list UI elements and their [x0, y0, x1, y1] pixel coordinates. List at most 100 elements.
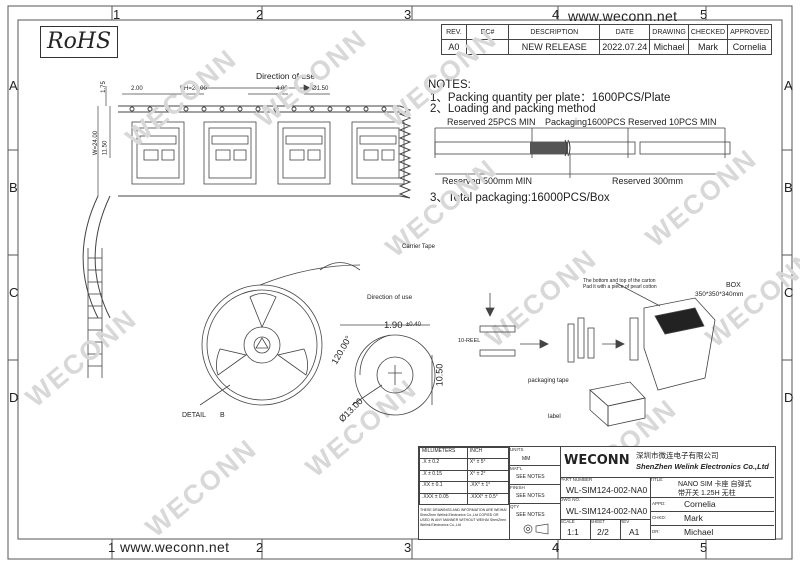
tol-2-0: .XX — [422, 482, 431, 489]
scale-cell: SCALE 1:1 — [560, 519, 591, 539]
ec-header: EC# — [465, 24, 510, 40]
units-label: UNITS — [510, 447, 524, 452]
zone-row-c: C — [9, 285, 19, 300]
zone-col-2: 2 — [256, 7, 264, 22]
box-label: BOX — [726, 282, 741, 289]
packaging-1600-label: Packaging1600PCS — [545, 117, 626, 127]
zone-col-4-bottom: 4 — [552, 540, 560, 555]
tol-2-3: ± 1° — [481, 482, 491, 489]
dim-040: ±0.40 — [406, 322, 421, 328]
note-1: 1、Packing quantity per plate：1600PCS/Pla… — [430, 92, 671, 104]
approved-header: APPROVED — [727, 24, 772, 40]
note-2: 2、Loading and packing method — [430, 103, 596, 115]
detail-label: DETAIL — [182, 412, 206, 419]
dim-190: 1.90 — [384, 320, 403, 331]
rohs-mark: RoHS — [40, 26, 119, 58]
detail-id: B — [220, 412, 225, 419]
dim-1150: 11.50 — [102, 140, 109, 156]
sheet-cell: SHEET 2/2 — [590, 519, 621, 539]
tol-3-1: ± 0.05 — [434, 493, 449, 500]
zone-col-1-bottom: 1 — [108, 540, 116, 555]
rev-cell: REV A1 — [620, 519, 651, 539]
scale-label: SCALE — [560, 519, 575, 524]
dr-cell: DR: Michael — [650, 525, 774, 539]
loading-method-diagram — [434, 127, 731, 178]
chkd-cell: CHKD: Mark — [650, 511, 774, 526]
company-en: ShenZhen Welink Electronics Co.,Ltd — [636, 462, 769, 471]
approved-value: Cornelia — [727, 39, 772, 55]
carrier-tape-drawing — [82, 84, 412, 378]
tol-3-3: ± 0.5° — [484, 493, 498, 500]
carrier-tape-label: Carrier Tape — [402, 244, 435, 250]
tol-0-3: ± 5° — [476, 459, 486, 466]
box-size-label: 350*350*340mm — [695, 291, 744, 298]
tol-1-0: .X — [422, 470, 427, 477]
dwg-label: DWG NO. — [560, 497, 581, 502]
matl-value: SEE NOTES — [516, 474, 545, 480]
rev-value: A0 — [441, 39, 467, 55]
dim-width: W=24.00 — [93, 130, 100, 156]
ten-reel-label: 10-REEL — [458, 338, 481, 344]
title-line-1: NANO SIM 卡座 自弹式 — [678, 481, 752, 488]
title-line-2: 带开关 1.25H 无柱 — [678, 490, 736, 497]
part-number-cell: PART NUMBER WL-SIM124-002-NA0 — [560, 477, 651, 498]
tol-0-1: ± 0.2 — [428, 459, 440, 466]
drawing-value: Michael — [649, 39, 689, 55]
carton-note-1: The bottom and top of the carton — [583, 278, 656, 284]
packaging-diagram — [479, 282, 716, 427]
qty-value: SEE NOTES — [516, 512, 545, 518]
dwg-number-cell: DWG NO. WL-SIM124-002-NA0 — [560, 497, 651, 520]
rev-header: REV. — [441, 24, 467, 40]
part-label: PART NUMBER — [560, 477, 593, 482]
description-value: NEW RELEASE — [508, 39, 601, 55]
zone-col-4: 4 — [552, 7, 560, 22]
packaging-tape-label: packaging tape — [528, 378, 569, 384]
qty-label: QTY — [510, 504, 520, 509]
tol-2-2: .XX° — [469, 482, 480, 489]
revision-table: REV. EC# DESCRIPTION DATE DRAWING CHECKE… — [441, 24, 772, 55]
dim-4: 4.00 — [276, 86, 288, 92]
spec-column: UNITS MM MAT'L SEE NOTES FINISH SEE NOTE… — [509, 447, 561, 539]
checked-header: CHECKED — [687, 24, 729, 40]
sheet-label: SHEET — [590, 519, 606, 524]
zone-row-c-right: C — [784, 285, 794, 300]
units-value: MM — [522, 456, 531, 462]
reserved-500-label: Reserved 500mm MIN — [442, 176, 533, 186]
ec-value — [465, 39, 510, 55]
dr-label: DR: — [652, 529, 660, 534]
description-header: DESCRIPTION — [508, 24, 601, 40]
rev-value-block: A1 — [629, 527, 640, 537]
appd-value: Cornelia — [684, 499, 716, 509]
tape-direction-label: Direction of use — [256, 71, 316, 81]
mm-label: MILLIMETERS — [419, 446, 468, 460]
date-header: DATE — [599, 24, 651, 40]
website-bottom[interactable]: www.weconn.net — [120, 539, 230, 555]
chkd-value: Mark — [684, 513, 703, 523]
tol-1-2: X° — [469, 470, 476, 477]
checked-value: Mark — [687, 39, 729, 55]
sheet-value: 2/2 — [597, 527, 609, 537]
dim-hole: Ø1.50 — [312, 86, 329, 92]
date-value: 2022.07.24 — [599, 39, 651, 55]
dim-175: 1.75 — [100, 81, 107, 93]
zone-row-d-right: D — [784, 390, 794, 405]
reel-direction-label: Direction of use — [367, 294, 413, 301]
zone-col-2-bottom: 2 — [256, 540, 264, 555]
confidential-note: THESE DRAWINGS AND INFORMATION ARE WEIHA… — [420, 508, 507, 527]
website-top[interactable]: www.weconn.net — [568, 8, 678, 24]
company-header: WECONN 深圳市微连电子有限公司 ShenZhen Welink Elect… — [560, 447, 774, 478]
zone-row-b-right: B — [784, 180, 793, 195]
zone-col-3-bottom: 3 — [404, 540, 412, 555]
chkd-label: CHKD: — [652, 515, 667, 520]
zone-col-3: 3 — [404, 7, 412, 22]
finish-value: SEE NOTES — [516, 493, 545, 499]
tol-3-2: .XXX° — [469, 493, 484, 500]
reel-drawing — [199, 262, 436, 416]
inch-label: INCH — [466, 446, 510, 460]
carton-note-2: Pad it with a piece of pearl cotton — [583, 284, 657, 290]
zone-row-a: A — [9, 78, 18, 93]
tol-3-0: .XXX — [422, 493, 434, 500]
zone-row-a-right: A — [784, 78, 793, 93]
